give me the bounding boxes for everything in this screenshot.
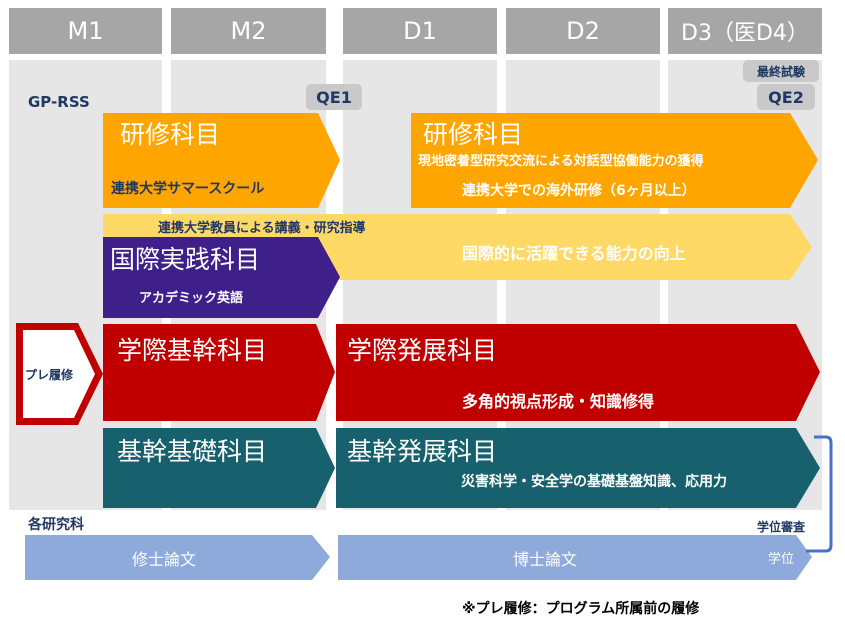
interdisc-adv-sub: 多角的視点形成・知識修得 — [462, 392, 655, 411]
doctoral-thesis-arrow — [338, 535, 812, 580]
master-thesis-label: 修士論文 — [132, 550, 197, 569]
research-left-arrow — [103, 113, 340, 208]
header-d3: D3（医D4） — [668, 8, 822, 54]
research-left-title: 研修科目 — [120, 120, 221, 149]
core-adv-title: 基幹発展科目 — [347, 437, 498, 466]
interdisc-basic-arrow — [103, 324, 335, 421]
master-thesis-arrow — [25, 535, 330, 580]
lecture-band-label: 連携大学教員による講義・研究指導 — [158, 221, 366, 236]
final-exam-badge: 最終試験 — [743, 60, 819, 82]
international-arrow — [103, 237, 340, 318]
interdisc-adv-title: 学際発展科目 — [347, 336, 498, 365]
interdisc-basic-title: 学際基幹科目 — [117, 336, 268, 365]
gp-rss-label: GP-RSS — [28, 93, 90, 111]
header-d1: D1 — [343, 8, 497, 54]
interdisc-adv-arrow — [336, 324, 820, 421]
core-basic-title: 基幹基礎科目 — [117, 437, 268, 466]
footnote: ※プレ履修：プログラム所属前の履修 — [462, 601, 700, 617]
international-goal: 国際的に活躍できる能力の向上 — [462, 244, 686, 263]
research-right-line1: 現地密着型研究交流による対話型協働能力の獲得 — [418, 154, 704, 169]
departments-label: 各研究科 — [28, 517, 84, 533]
core-basic-arrow — [103, 428, 335, 508]
qe1-badge: QE1 — [306, 84, 362, 110]
international-title: 国際実践科目 — [110, 245, 261, 274]
qe2-badge: QE2 — [757, 84, 815, 110]
degree-label: 学位 — [768, 552, 795, 567]
degree-review-label: 学位審査 — [757, 520, 806, 534]
international-sub: アカデミック英語 — [139, 291, 244, 306]
header-m1: M1 — [9, 8, 162, 54]
core-adv-sub: 災害科学・安全学の基礎基盤知識、応用力 — [461, 474, 727, 490]
degree-review-bracket — [806, 435, 833, 553]
pre-course-label: プレ履修 — [25, 368, 74, 382]
doctoral-thesis-label: 博士論文 — [513, 550, 578, 569]
header-m2: M2 — [171, 8, 326, 54]
research-right-title: 研修科目 — [423, 120, 524, 149]
research-right-line2: 連携大学での海外研修（6ヶ月以上） — [462, 183, 696, 199]
research-left-sub: 連携大学サマースクール — [111, 181, 265, 197]
core-adv-arrow — [336, 428, 820, 508]
header-d2: D2 — [506, 8, 660, 54]
research-right-arrow — [411, 113, 818, 208]
